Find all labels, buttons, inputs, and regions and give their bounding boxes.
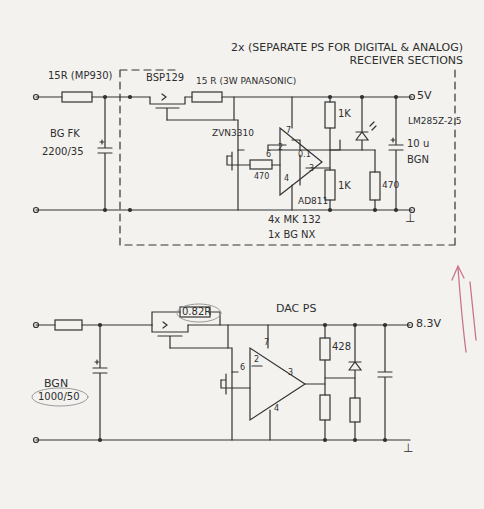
part-label: AD811 [298, 196, 328, 206]
value-label: 0.82R [182, 306, 211, 318]
pin-number: 6 [266, 150, 271, 159]
note-text: 1x BG NX [268, 229, 315, 241]
pin-number: 2 [278, 143, 283, 152]
part-label: BGN [407, 154, 429, 166]
part-label: 15R (MP930) [48, 70, 112, 82]
part-label: BSP129 [146, 72, 184, 84]
pin-number: 2 [254, 355, 259, 364]
part-label: BGN [44, 378, 68, 391]
note-text: 4x MK 132 [268, 214, 321, 226]
value-label: 0.1 [298, 150, 311, 159]
part-label: BG FK [50, 128, 80, 140]
pin-number: 7 [264, 338, 269, 347]
value-label: 1K [338, 108, 351, 120]
note-text: 2x (SEPARATE PS FOR DIGITAL & ANALOG) RE… [178, 42, 463, 67]
value-label: 1K [338, 180, 351, 192]
ground-symbol: ⊥ [405, 212, 415, 226]
value-label: 428 [332, 341, 351, 353]
value-label: 2200/35 [42, 146, 84, 158]
section-label: DAC PS [276, 303, 316, 316]
part-label: 15 R (3W PANASONIC) [196, 76, 296, 86]
pin-number: 3 [309, 164, 314, 173]
part-label: LM285Z-2.5 [408, 116, 462, 126]
value-label: 470 [382, 180, 399, 190]
pin-number: 7 [286, 126, 291, 135]
pin-number: 6 [240, 363, 245, 372]
value-label: 1000/50 [38, 391, 80, 403]
pin-number: 3 [288, 368, 293, 377]
value-label: 470 [254, 172, 269, 181]
ground-symbol: ⊥ [403, 442, 413, 456]
value-label: 10 u [407, 138, 429, 150]
pin-number: 4 [284, 174, 289, 183]
pin-number: 4 [274, 404, 279, 413]
voltage-label: 8.3V [416, 318, 441, 331]
part-label: ZVN3310 [212, 128, 254, 138]
voltage-label: 5V [417, 90, 432, 103]
